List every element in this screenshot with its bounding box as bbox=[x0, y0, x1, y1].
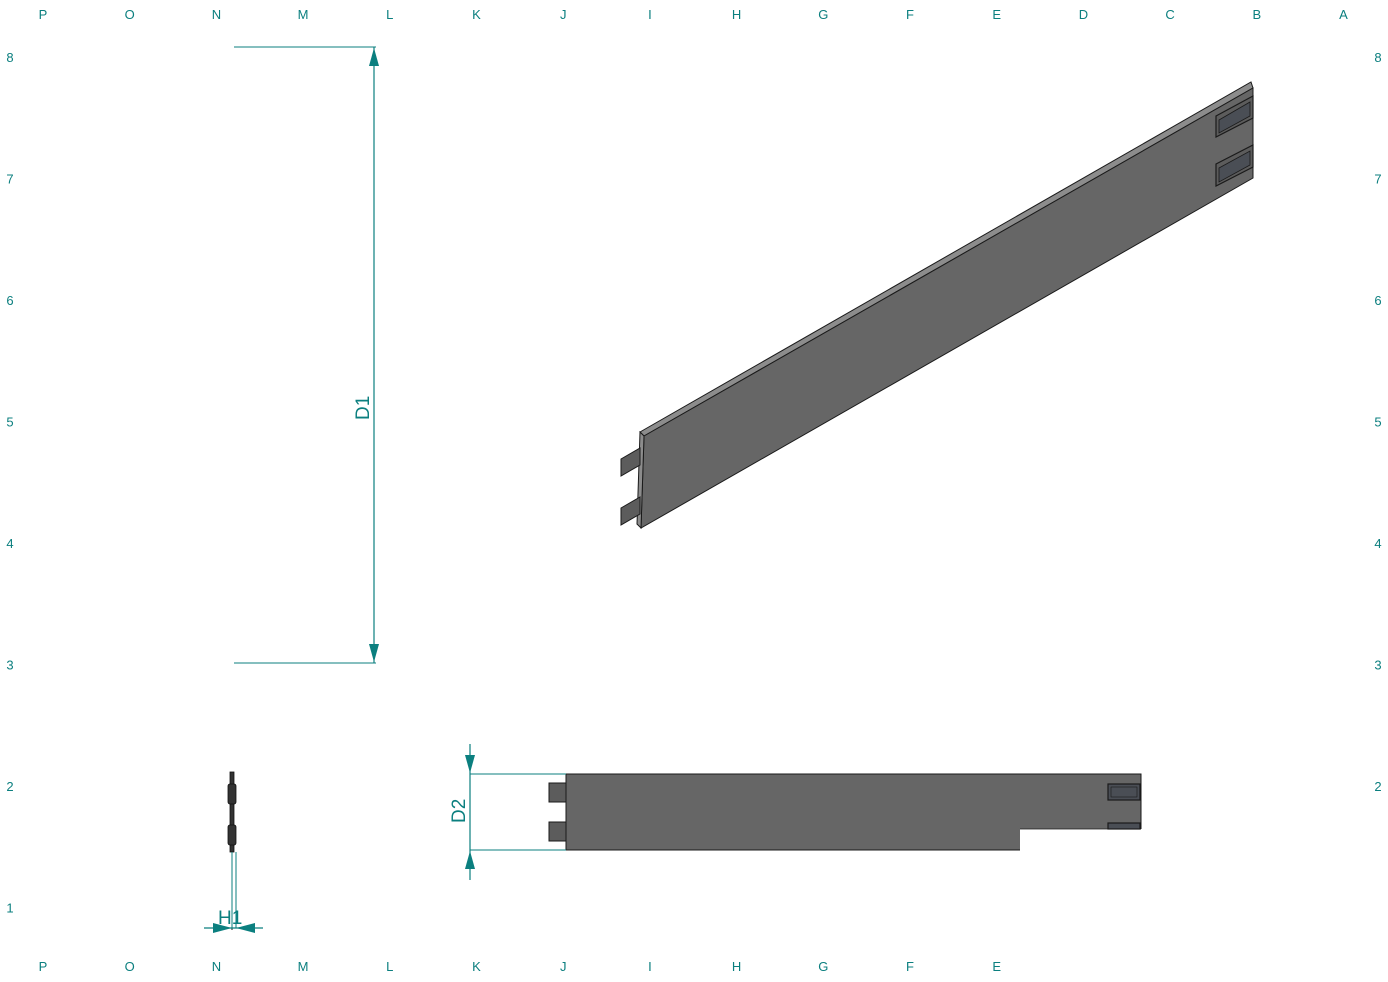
d2-label: D2 bbox=[449, 799, 470, 823]
grid-col-top-15: A bbox=[1339, 7, 1348, 22]
dimension-d2: D2 bbox=[449, 744, 566, 880]
grid-col-bottom-5: K bbox=[472, 959, 481, 974]
grid-col-top-7: I bbox=[648, 7, 652, 22]
d2-arrow-bottom bbox=[465, 851, 475, 869]
front-tab-upper bbox=[548, 782, 567, 803]
plate-top-face bbox=[639, 81, 1254, 437]
grid-col-top-12: D bbox=[1079, 7, 1088, 22]
grid-col-top-6: J bbox=[560, 7, 567, 22]
grid-col-bottom-1: O bbox=[125, 959, 135, 974]
grid-row-right-4: 4 bbox=[1374, 536, 1381, 551]
grid-row-right-5: 3 bbox=[1374, 658, 1381, 673]
isometric-view bbox=[620, 81, 1254, 530]
front-plate-notch bbox=[1020, 829, 1142, 851]
side-view bbox=[227, 771, 237, 930]
h1-arrow-left bbox=[213, 923, 232, 933]
h1-arrow-right bbox=[236, 923, 255, 933]
grid-row-left-0: 8 bbox=[6, 50, 13, 65]
grid-col-top-11: E bbox=[992, 7, 1001, 22]
grid-col-bottom-11: E bbox=[992, 959, 1001, 974]
side-tab-lower bbox=[227, 824, 237, 846]
grid-col-top-5: K bbox=[472, 7, 481, 22]
grid-col-top-3: M bbox=[298, 7, 309, 22]
grid-col-bottom-6: J bbox=[560, 959, 567, 974]
grid-row-left-1: 7 bbox=[6, 172, 13, 187]
grid-col-bottom-3: M bbox=[298, 959, 309, 974]
grid-row-left-4: 4 bbox=[6, 536, 13, 551]
grid-col-top-10: F bbox=[906, 7, 914, 22]
d1-arrow-top bbox=[369, 48, 379, 66]
dimension-d1: D1 bbox=[234, 46, 379, 664]
grid-row-right-1: 7 bbox=[1374, 172, 1381, 187]
grid-row-right-3: 5 bbox=[1374, 415, 1381, 430]
right-slot-upper-inner bbox=[1218, 101, 1251, 134]
grid-col-top-1: O bbox=[125, 7, 135, 22]
grid-col-top-9: G bbox=[818, 7, 828, 22]
d2-arrow-top bbox=[465, 755, 475, 773]
left-tab-lower bbox=[620, 496, 641, 526]
front-view bbox=[548, 773, 1142, 851]
d1-label: D1 bbox=[353, 396, 374, 420]
grid-row-right-6: 2 bbox=[1374, 779, 1381, 794]
plate-front-face bbox=[640, 87, 1254, 529]
grid-row-left-2: 6 bbox=[6, 293, 13, 308]
grid-labels-right: 8 7 6 5 4 3 2 bbox=[1374, 50, 1381, 794]
grid-col-bottom-4: L bbox=[386, 959, 393, 974]
grid-col-top-4: L bbox=[386, 7, 393, 22]
grid-row-right-0: 8 bbox=[1374, 50, 1381, 65]
d1-arrow-bottom bbox=[369, 644, 379, 662]
left-tab-upper bbox=[620, 447, 641, 477]
grid-col-bottom-7: I bbox=[648, 959, 652, 974]
grid-col-bottom-9: G bbox=[818, 959, 828, 974]
grid-col-top-14: B bbox=[1252, 7, 1261, 22]
front-slot-lower bbox=[1107, 822, 1141, 830]
grid-col-bottom-8: H bbox=[732, 959, 741, 974]
grid-row-left-6: 2 bbox=[6, 779, 13, 794]
right-slot-lower-inner bbox=[1218, 150, 1251, 183]
grid-col-top-8: H bbox=[732, 7, 741, 22]
grid-row-left-7: 1 bbox=[6, 901, 13, 916]
grid-row-left-3: 5 bbox=[6, 415, 13, 430]
grid-col-top-2: N bbox=[212, 7, 221, 22]
grid-labels-left: 8 7 6 5 4 3 2 1 bbox=[6, 50, 13, 916]
grid-col-top-13: C bbox=[1165, 7, 1174, 22]
front-tab-lower bbox=[548, 821, 567, 842]
side-tab-upper bbox=[227, 783, 237, 805]
grid-col-bottom-0: P bbox=[39, 959, 48, 974]
grid-col-top-0: P bbox=[39, 7, 48, 22]
grid-col-bottom-10: F bbox=[906, 959, 914, 974]
grid-col-bottom-2: N bbox=[212, 959, 221, 974]
grid-row-right-2: 6 bbox=[1374, 293, 1381, 308]
grid-row-left-5: 3 bbox=[6, 658, 13, 673]
h1-label: H1 bbox=[218, 908, 242, 929]
front-slot-upper bbox=[1107, 783, 1141, 801]
dimension-h1: H1 bbox=[204, 908, 263, 933]
